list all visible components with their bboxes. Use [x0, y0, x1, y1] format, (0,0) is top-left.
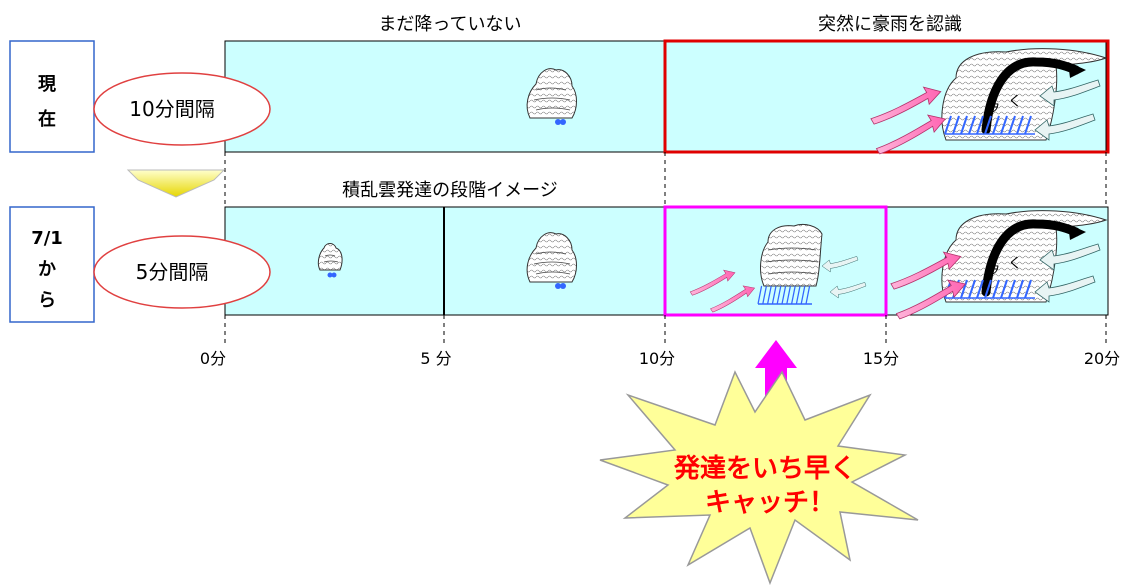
- row1-label-line2: 在: [38, 108, 56, 130]
- row1-interval-ellipse: [93, 72, 271, 146]
- new-detection-highlight: [663, 205, 888, 317]
- time-guide-lines: [224, 152, 1107, 345]
- row2-interval-text: 5分間隔: [136, 260, 209, 284]
- row1-panel-left: [224, 40, 666, 153]
- row2-label-line1: 7/1: [31, 228, 63, 249]
- row2-label-line3: ら: [38, 290, 56, 311]
- tick-5min: 5 分: [420, 349, 451, 368]
- row2-label-line2: か: [38, 259, 56, 280]
- row1-label-line1: 現: [38, 74, 56, 95]
- tick-15min: 15分: [863, 349, 899, 368]
- tick-0min: 0分: [200, 349, 226, 368]
- row2-label-box: [9, 206, 95, 323]
- header-not-raining: まだ降っていない: [378, 14, 521, 35]
- callout-line1: 発達をいち早く: [673, 454, 856, 484]
- down-arrow-icon: [126, 169, 226, 198]
- header-sudden-downpour: 突然に豪雨を認識: [818, 14, 962, 35]
- cumulonimbus-cloud-icon: [760, 223, 823, 287]
- cumulonimbus-cloud-icon: [526, 232, 577, 289]
- current-detection-highlight: [663, 39, 1110, 154]
- explosion-burst-icon: [599, 370, 919, 585]
- row1-label-box: [9, 40, 95, 153]
- row1-interval-text: 10分間隔: [129, 97, 214, 121]
- row2-interval-ellipse: [93, 235, 271, 309]
- cumulonimbus-cloud-icon: [526, 68, 577, 125]
- tick-20min: 20分: [1084, 349, 1120, 368]
- cumulonimbus-cloud-icon: [317, 243, 343, 278]
- tick-10min: 10分: [639, 349, 675, 368]
- header-development-stages: 積乱雲発達の段階イメージ: [342, 180, 558, 201]
- callout-line2: キャッチ！: [705, 488, 835, 518]
